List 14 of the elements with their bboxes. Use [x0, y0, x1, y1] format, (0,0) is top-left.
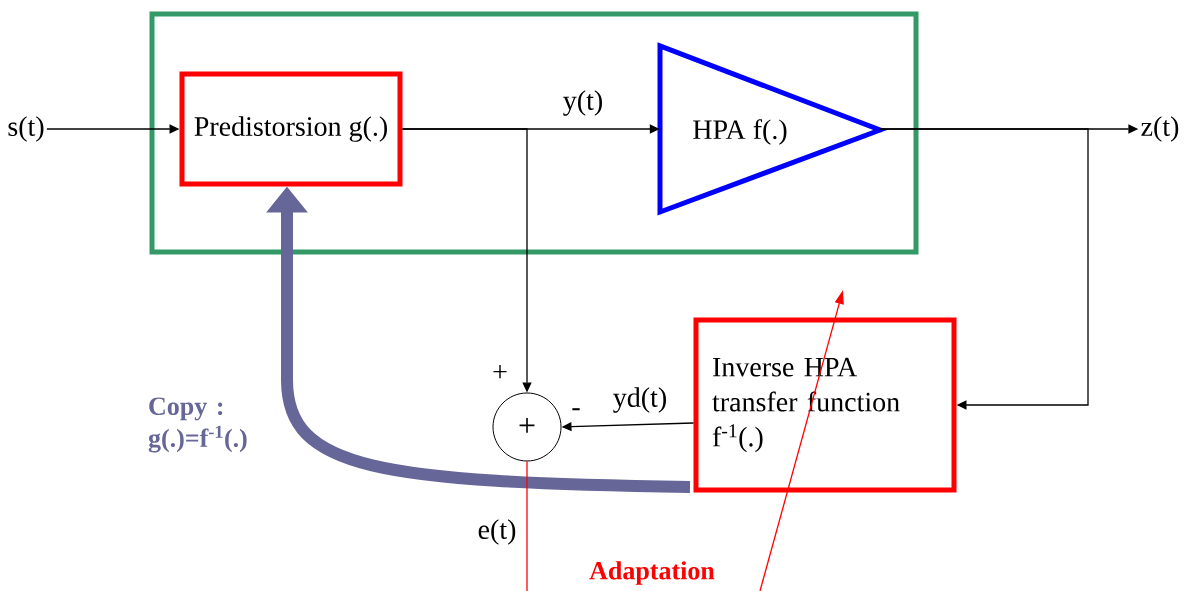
sign-label: - — [572, 408, 580, 411]
edge-label: yd(t) — [611, 386, 669, 414]
signal-line — [526, 460, 528, 591]
edge-label: e(t) — [476, 518, 518, 546]
edge-label: y(t) — [561, 89, 605, 117]
sign-label: + — [493, 365, 507, 379]
process-box: Predistorsion g(.) — [179, 71, 403, 187]
adaptation-label: Adaptation — [589, 561, 715, 585]
signal-label: s(t) — [8, 116, 44, 142]
system-box — [149, 11, 919, 255]
signal-label: z(t) — [1141, 116, 1179, 142]
summing-junction: + — [492, 392, 562, 462]
edge-label: Copy : g(.)=f$^{-1}$(.) — [148, 397, 247, 453]
arrow — [879, 128, 1089, 410]
